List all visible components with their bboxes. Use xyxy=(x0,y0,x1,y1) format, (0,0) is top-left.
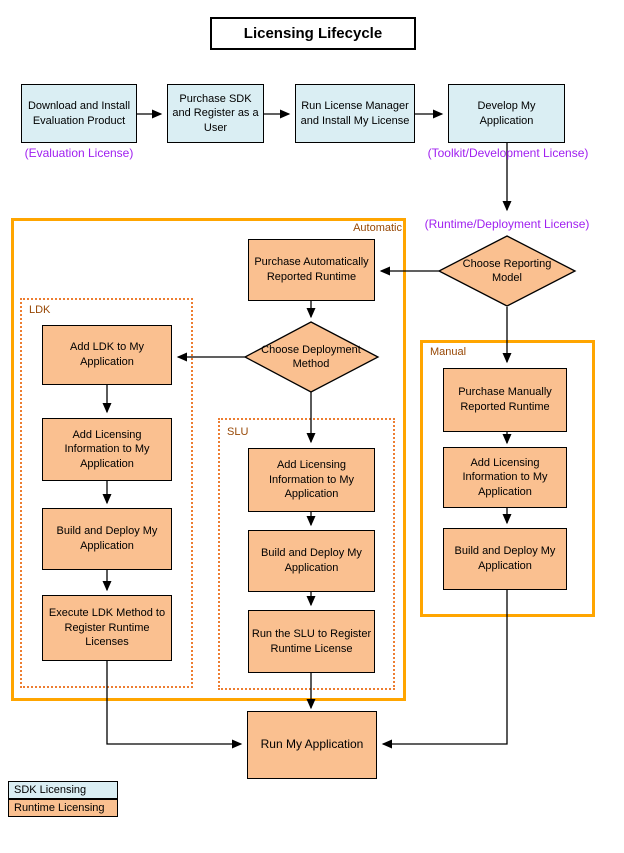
label-toolkit-development-license: (Toolkit/Development License) xyxy=(427,146,589,160)
node-slu-add-licensing-information: Add Licensing Information to My Applicat… xyxy=(248,448,375,512)
node-purchase-sdk-register: Purchase SDK and Register as a User xyxy=(167,84,264,143)
node-manual-add-licensing-information: Add Licensing Information to My Applicat… xyxy=(443,447,567,508)
node-execute-ldk-method: Execute LDK Method to Register Runtime L… xyxy=(42,595,172,661)
decision-choose-deployment-method: Choose Deployment Method xyxy=(261,343,361,370)
legend-runtime-licensing: Runtime Licensing xyxy=(8,799,118,817)
group-label-ldk: LDK xyxy=(29,304,51,316)
node-ldk-add-licensing-information: Add Licensing Information to My Applicat… xyxy=(42,418,172,481)
group-label-slu: SLU xyxy=(227,426,249,438)
node-develop-my-application: Develop My Application xyxy=(448,84,565,143)
node-slu-build-and-deploy: Build and Deploy My Application xyxy=(248,530,375,592)
node-download-install-evaluation: Download and Install Evaluation Product xyxy=(21,84,137,143)
diamond-choose-reporting-model xyxy=(437,235,577,307)
page-title: Licensing Lifecycle xyxy=(210,17,416,50)
group-label-manual: Manual xyxy=(430,346,467,358)
group-slu-frame xyxy=(218,418,395,690)
node-add-ldk-to-application: Add LDK to My Application xyxy=(42,325,172,385)
node-ldk-build-and-deploy: Build and Deploy My Application xyxy=(42,508,172,570)
diamond-choose-deployment-method xyxy=(243,321,380,393)
arrow-ldk-to-runapp xyxy=(106,661,243,749)
node-run-my-application: Run My Application xyxy=(247,711,377,779)
node-manual-build-and-deploy: Build and Deploy My Application xyxy=(443,528,567,590)
label-runtime-deployment-license: (Runtime/Deployment License) xyxy=(424,217,590,231)
node-run-the-slu-register: Run the SLU to Register Runtime License xyxy=(248,610,375,673)
node-purchase-manually-reported-runtime: Purchase Manually Reported Runtime xyxy=(443,368,567,432)
legend-sdk-licensing: SDK Licensing xyxy=(8,781,118,799)
label-evaluation-license: (Evaluation License) xyxy=(24,146,134,160)
group-automatic-frame xyxy=(11,218,406,701)
group-label-automatic: Automatic xyxy=(353,222,402,234)
arrow-manual-to-runapp xyxy=(381,590,508,749)
decision-choose-reporting-model: Choose Reporting Model xyxy=(462,257,552,284)
node-purchase-automatically-reported-runtime: Purchase Automatically Reported Runtime xyxy=(248,239,375,301)
node-run-license-manager: Run License Manager and Install My Licen… xyxy=(295,84,415,143)
